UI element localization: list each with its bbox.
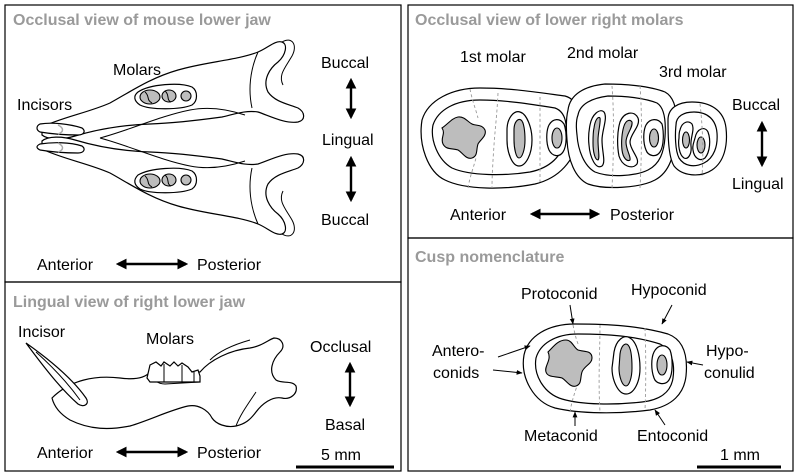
- label-posterior-1: Posterior: [197, 257, 262, 274]
- label-anteroconids-1: Antero-: [432, 343, 484, 360]
- label-lingual-molars: Lingual: [732, 176, 784, 193]
- label-basal: Basal: [325, 417, 365, 434]
- panel-title-occlusal-jaw: Occlusal view of mouse lower jaw: [13, 12, 271, 29]
- label-buccal-bottom: Buccal: [321, 212, 369, 229]
- label-anterior-3: Anterior: [450, 207, 507, 224]
- label-1st-molar: 1st molar: [460, 49, 526, 66]
- label-buccal-top: Buccal: [321, 55, 369, 72]
- pointer-hypoconulid: [687, 362, 703, 365]
- label-protoconid: Protoconid: [521, 286, 598, 303]
- label-anteroconids-2: conids: [433, 365, 479, 382]
- label-hypoconid: Hypoconid: [631, 282, 707, 299]
- label-hypoconulid-2: conulid: [704, 365, 755, 382]
- label-scale-5mm: 5 mm: [321, 447, 361, 464]
- molar-row-drawing: [421, 84, 726, 188]
- pointer-protoconid: [570, 305, 573, 324]
- mouse-jaw-occlusal-drawing: [37, 40, 304, 236]
- label-lingual: Lingual: [322, 132, 374, 149]
- mouse-jaw-lingual-drawing: [26, 338, 296, 428]
- label-molars: Molars: [113, 62, 161, 79]
- label-incisors: Incisors: [17, 97, 72, 114]
- label-entoconid: Entoconid: [637, 428, 708, 445]
- label-buccal-molars: Buccal: [732, 97, 780, 114]
- label-posterior-2: Posterior: [197, 445, 262, 462]
- label-molars-lingual: Molars: [146, 331, 194, 348]
- label-3rd-molar: 3rd molar: [659, 64, 727, 81]
- label-anterior-1: Anterior: [37, 257, 94, 274]
- panel-title-cusps: Cusp nomenclature: [415, 249, 564, 266]
- label-scale-1mm: 1 mm: [720, 447, 760, 464]
- label-occlusal: Occlusal: [310, 339, 371, 356]
- panel-title-lingual-jaw: Lingual view of right lower jaw: [13, 294, 246, 311]
- pointer-hypoconid: [662, 305, 672, 324]
- label-incisor: Incisor: [18, 324, 66, 341]
- panel-title-molars: Occlusal view of lower right molars: [415, 12, 684, 29]
- label-metaconid: Metaconid: [524, 428, 598, 445]
- cusp-molar-drawing: [523, 324, 686, 413]
- label-anterior-2: Anterior: [37, 445, 94, 462]
- pointer-anteroconid-2: [493, 370, 522, 373]
- pointer-entoconid: [655, 410, 665, 425]
- label-2nd-molar: 2nd molar: [567, 45, 639, 62]
- label-hypoconulid-1: Hypo-: [706, 343, 749, 360]
- label-posterior-3: Posterior: [610, 207, 675, 224]
